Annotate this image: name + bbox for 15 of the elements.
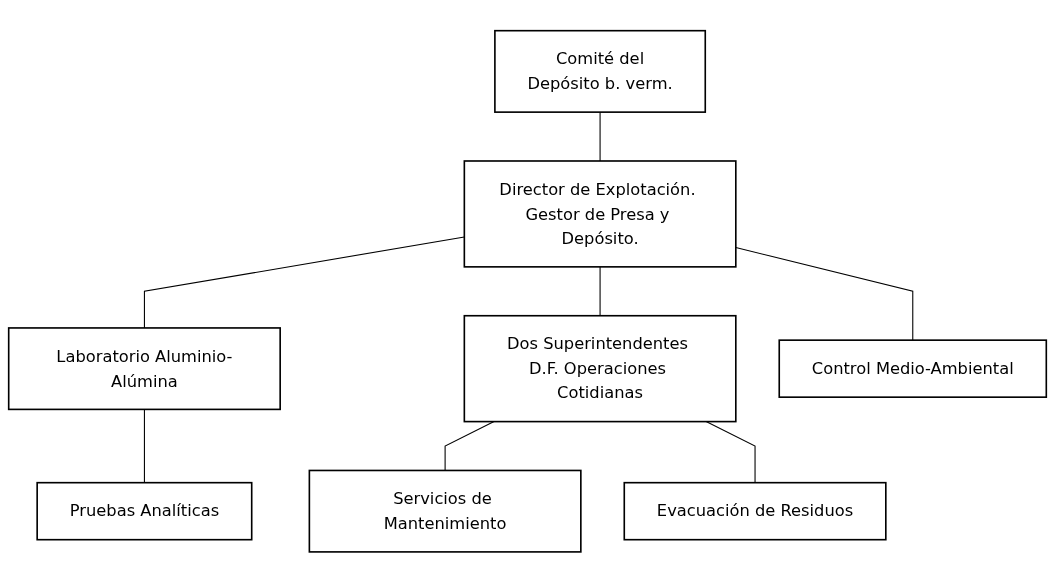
node-box: Director de Explotación. Gestor de Presa y Depósito. xyxy=(463,159,737,268)
node-box: Dos Superintendentes D.F. Operaciones Cotidianas xyxy=(463,314,737,423)
node-box: Evacuación de Residuos xyxy=(623,481,887,541)
connector xyxy=(143,236,465,329)
node-box: Pruebas Analíticas xyxy=(36,481,253,541)
connector xyxy=(143,408,145,483)
connector xyxy=(599,266,601,316)
connector xyxy=(444,420,495,471)
node-box: Comité del Depósito b. verm. xyxy=(494,29,707,113)
connector xyxy=(599,111,601,162)
node-box: Servicios de Mantenimiento xyxy=(308,469,582,553)
node-box: Control Medio-Ambiental xyxy=(778,339,1048,398)
connector xyxy=(735,246,914,341)
connector xyxy=(705,420,756,483)
node-box: Laboratorio Aluminio-Alúmina xyxy=(7,326,281,410)
